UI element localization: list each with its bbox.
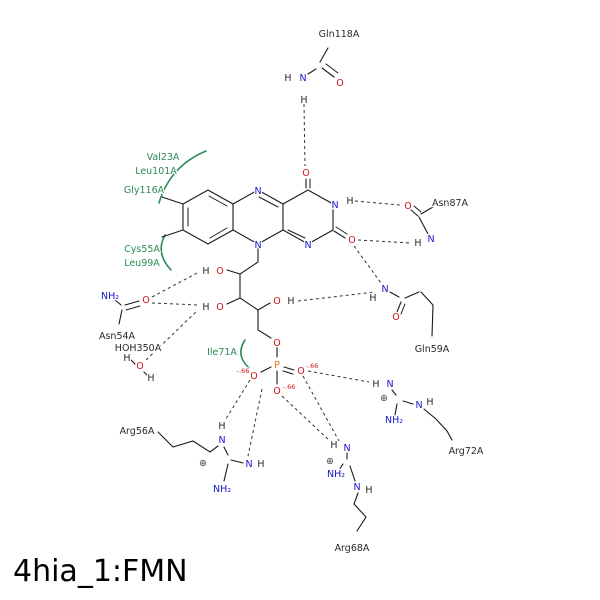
atom-o: O	[348, 235, 355, 246]
atom-h: H	[218, 421, 225, 432]
residue-label-asn87a: Asn87A	[432, 198, 469, 209]
atom-h: H	[300, 95, 307, 106]
residue-label-hoh350a: HOH350A	[115, 343, 162, 354]
hydrophobic-arc-ile71a	[240, 339, 250, 369]
atom-nh2: NH₂	[385, 415, 403, 426]
atom-p: P	[274, 360, 280, 371]
atom-n: N	[386, 379, 393, 390]
atom-o: O	[136, 361, 143, 372]
atom-h: H	[147, 373, 154, 384]
atom-o: O	[302, 168, 309, 179]
atom-n: N	[427, 234, 434, 245]
atom-o: O	[273, 296, 280, 307]
atom-n: N	[343, 443, 350, 454]
atom-h: H	[202, 266, 209, 277]
atom-h: H	[202, 302, 209, 313]
atom-h: H	[287, 296, 294, 307]
atom-h: H	[330, 440, 337, 451]
residue-label-arg72a: Arg72A	[449, 446, 484, 457]
residue-label-ile71a: Ile71A	[207, 347, 237, 358]
atom-n: N	[381, 284, 388, 295]
atom-o: O	[404, 201, 411, 212]
residue-label-gln59a: Gln59A	[415, 344, 450, 355]
atom-h: H	[414, 238, 421, 249]
residue-label-arg68a: Arg68A	[335, 543, 370, 554]
atom-nh2: NH₂	[101, 291, 119, 302]
atom-h: H	[372, 379, 379, 390]
atom-h: H	[257, 459, 264, 470]
atom-n: N	[299, 73, 306, 84]
hydrophobic-contacts	[158, 150, 250, 369]
atom-n: N	[331, 200, 338, 211]
atom-o: O	[297, 366, 304, 377]
hydrophobic-arc-cys55a-leu99a	[160, 234, 172, 271]
residue-label-leu101a: Leu101A	[135, 166, 177, 177]
atom-h: H	[346, 196, 353, 207]
hydrophobic-arc-val23a-leu101a-gly116a	[158, 150, 207, 204]
atom-o: O	[216, 266, 223, 277]
bond-lines	[114, 47, 453, 532]
charge-label: -.66	[237, 367, 250, 375]
residue-label-leu99a: Leu99A	[124, 258, 160, 269]
atom-n: N	[304, 240, 311, 251]
plus-charge-icon: ⊕	[199, 458, 207, 469]
atom-h: H	[426, 397, 433, 408]
double-bond-lines	[125, 63, 422, 375]
atom-o: O	[392, 312, 399, 323]
plus-charge-icon: ⊕	[380, 393, 388, 404]
charge-label: -.66	[283, 383, 296, 391]
atom-h: H	[369, 293, 376, 304]
atom-o: O	[273, 338, 280, 349]
residue-label-cys55a: Cys55A	[124, 244, 160, 255]
atom-o: O	[142, 295, 149, 306]
atom-n: N	[353, 482, 360, 493]
residue-label-val23a: Val23A	[147, 152, 180, 163]
atom-h: H	[123, 353, 130, 364]
atom-o: O	[250, 371, 257, 382]
hydrogen-bond-dashes	[145, 103, 412, 457]
atom-nh2: NH₂	[213, 484, 231, 495]
residue-label-asn54a: Asn54A	[99, 331, 136, 342]
atom-o: O	[336, 78, 343, 89]
atom-n: N	[218, 435, 225, 446]
plus-charge-icon: ⊕	[326, 456, 334, 467]
residue-label-arg56a: Arg56A	[120, 426, 155, 437]
atom-h: H	[365, 485, 372, 496]
diagram-title: 4hia_1:FMN	[13, 554, 188, 589]
atom-o: O	[273, 386, 280, 397]
charge-label: -.66	[306, 362, 319, 370]
atom-n: N	[245, 459, 252, 470]
residue-label-gln118a: Gln118A	[319, 29, 360, 40]
atom-h: H	[284, 73, 291, 84]
atom-nh2: NH₂	[327, 469, 345, 480]
atom-n: N	[254, 186, 261, 197]
residue-label-gly116a: Gly116A	[124, 185, 165, 196]
atom-n: N	[415, 400, 422, 411]
atom-o: O	[216, 302, 223, 313]
atom-n: N	[254, 240, 261, 251]
